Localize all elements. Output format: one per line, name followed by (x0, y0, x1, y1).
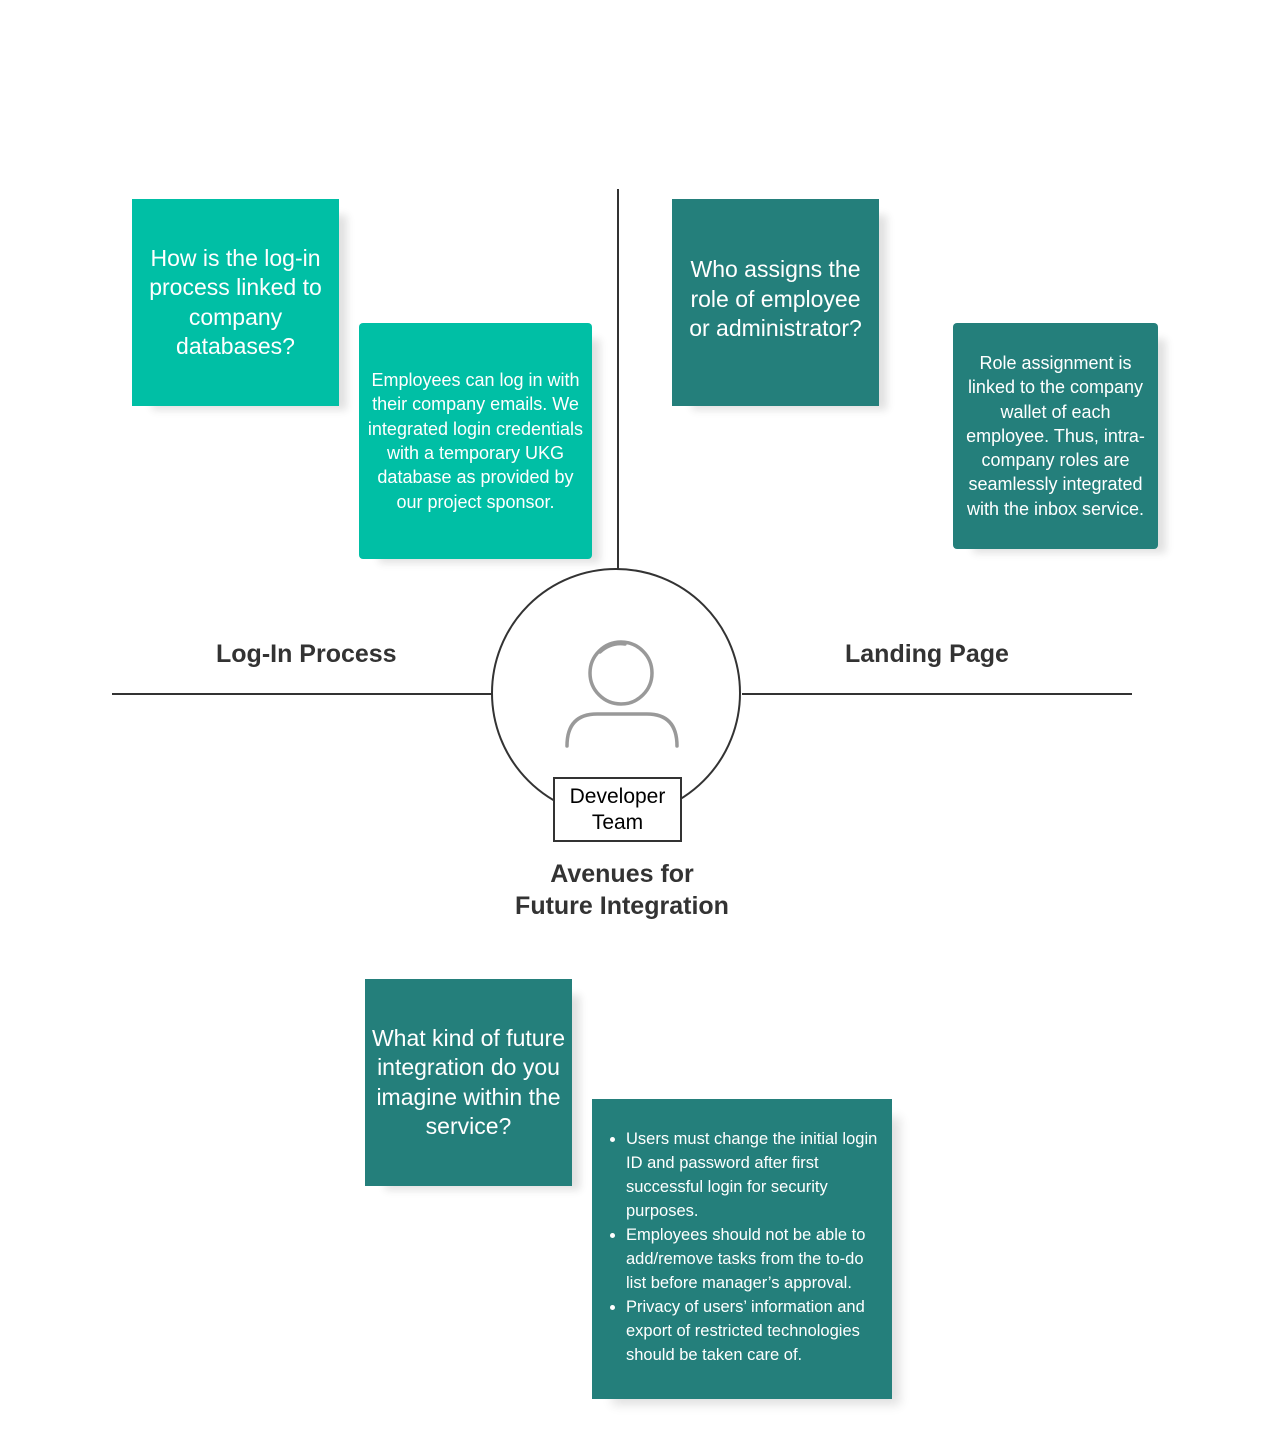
developer-team-label: Developer Team (553, 777, 682, 842)
horizontal-axis-left-line (112, 693, 492, 695)
future-question-note: What kind of future integration do you i… (365, 979, 572, 1186)
landing-question-note: Who assigns the role of employee or admi… (672, 199, 879, 406)
future-question-text: What kind of future integration do you i… (371, 1024, 566, 1140)
list-item: Privacy of users’ information and export… (626, 1295, 882, 1367)
quadrant-label-log-in-process: Log-In Process (216, 640, 397, 668)
list-item: Users must change the initial login ID a… (626, 1127, 882, 1223)
future-answer-list: Users must change the initial login ID a… (608, 1127, 882, 1367)
developer-team-circle (491, 568, 741, 818)
quadrant-label-landing-page: Landing Page (845, 640, 1009, 668)
horizontal-axis-right-line (742, 693, 1132, 695)
future-answer-note: Users must change the initial login ID a… (592, 1099, 892, 1399)
landing-answer-text: Role assignment is linked to the company… (966, 352, 1145, 519)
login-answer-note: Employees can log in with their company … (359, 323, 592, 559)
vertical-axis-line (617, 189, 619, 569)
person-icon (565, 640, 679, 748)
login-answer-text: Employees can log in with their company … (367, 370, 584, 512)
list-item: Employees should not be able to add/remo… (626, 1223, 882, 1295)
landing-question-text: Who assigns the role of employee or admi… (689, 256, 862, 341)
login-question-note: How is the log-in process linked to comp… (132, 199, 339, 406)
quadrant-label-future-integration: Avenues for Future Integration (515, 860, 729, 920)
landing-answer-note: Role assignment is linked to the company… (953, 323, 1158, 549)
login-question-text: How is the log-in process linked to comp… (149, 244, 322, 360)
